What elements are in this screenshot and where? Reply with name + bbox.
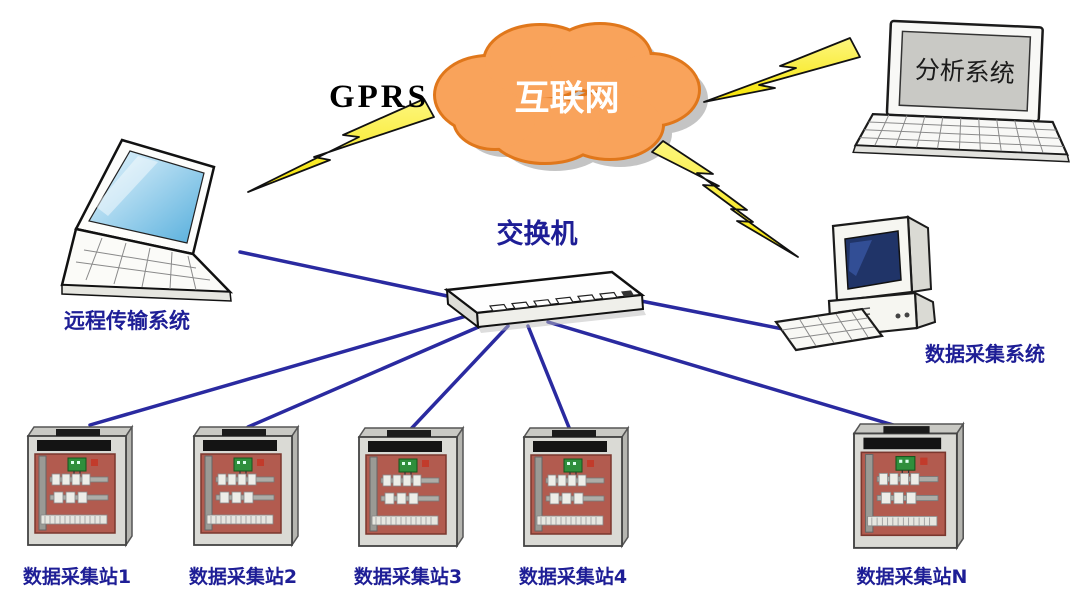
switch-label: 交换机	[497, 218, 578, 250]
remote-laptop-icon	[60, 138, 234, 302]
keyboard	[774, 307, 884, 352]
station-cabinet-4	[523, 427, 629, 547]
acquisition-system-label: 数据采集系统	[925, 342, 1045, 366]
keyboard-keys	[781, 311, 875, 347]
station-label-4: 数据采集站4	[519, 565, 627, 588]
keyboard-keys	[75, 237, 211, 291]
station-cabinet-3	[358, 427, 464, 547]
station-label-n: 数据采集站N	[857, 565, 968, 588]
analysis-system-label: 分析系统	[914, 55, 1015, 88]
connection-line-station-1	[88, 313, 472, 427]
station-label-1: 数据采集站1	[23, 565, 131, 588]
connection-line-station-n	[546, 320, 902, 429]
connection-line-station-4	[526, 324, 572, 432]
lightning-bolt-upper-right	[703, 37, 861, 103]
station-cabinet-2	[193, 426, 299, 546]
remote-system-label: 远程传输系统	[64, 309, 190, 333]
connection-line-station-3	[408, 324, 510, 432]
connection-line-acquisition-computer	[639, 299, 800, 334]
lightning-bolt-left	[247, 98, 435, 193]
switch-uplink-port	[621, 290, 634, 297]
lightning-bolt-lower-right	[651, 140, 799, 258]
lightning-bolts	[247, 37, 861, 258]
keyboard-keys	[859, 114, 1064, 154]
power-button	[895, 313, 901, 319]
network-switch-icon	[443, 270, 646, 333]
connection-line-remote-laptop	[238, 250, 454, 299]
connection-line-station-2	[246, 320, 492, 429]
switch-ports	[489, 291, 618, 312]
station-label-3: 数据采集站3	[354, 565, 462, 588]
station-cabinet-1	[27, 426, 133, 546]
internet-cloud: 互联网	[436, 25, 708, 171]
reset-button	[904, 312, 910, 318]
acquisition-computer-icon	[774, 215, 937, 352]
internet-label: 互联网	[514, 79, 619, 119]
gprs-label: GPRS	[329, 79, 429, 115]
analysis-laptop-icon: 分析系统	[852, 19, 1070, 163]
station-label-2: 数据采集站2	[189, 565, 297, 588]
station-cabinet-n	[853, 423, 965, 549]
connection-lines	[88, 250, 902, 432]
